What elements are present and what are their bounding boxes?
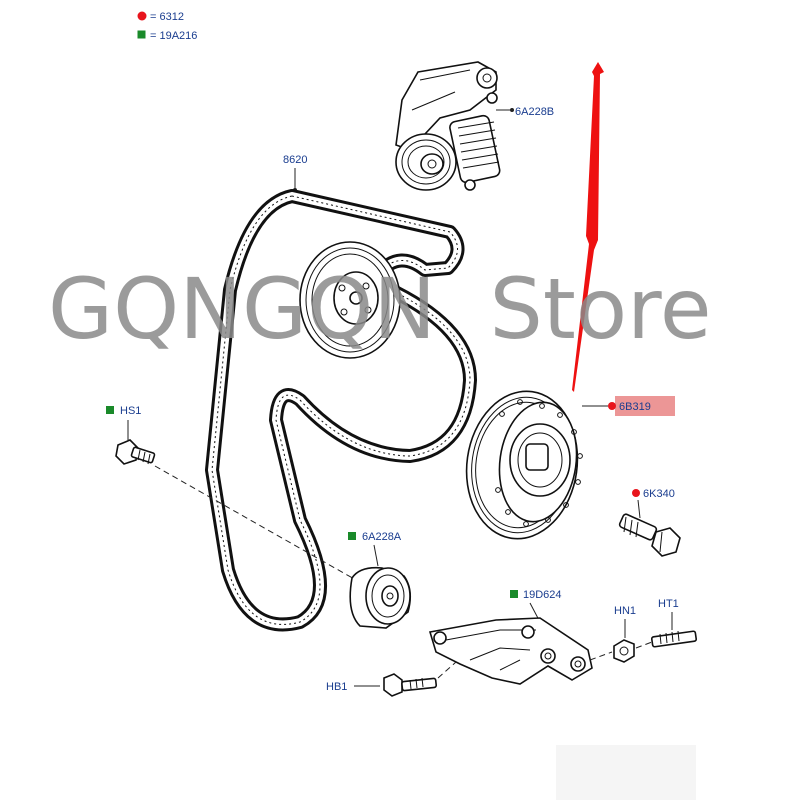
callout-stud-ht1: HT1	[658, 598, 679, 610]
callout-bolt-hb1: HB1	[326, 681, 347, 693]
upper-pulley	[299, 241, 401, 359]
bolt-6k340	[618, 513, 681, 557]
bolt-hs1	[115, 439, 156, 465]
callout-tensioner: 6A228B	[515, 106, 554, 118]
bolt-hb1	[383, 673, 438, 697]
red-pointer-arrow	[572, 62, 604, 392]
mounting-bracket	[428, 617, 593, 685]
corner-blur-patch	[556, 745, 696, 800]
marker-6b319-red-dot	[608, 402, 616, 410]
callout-bolt-hs1: HS1	[120, 405, 141, 417]
marker-6k340-red-dot	[632, 489, 640, 497]
marker-hs1-green-square	[106, 406, 114, 414]
callout-belt: 8620	[283, 154, 307, 166]
callout-bolt-6k340: 6K340	[643, 488, 675, 500]
marker-19d624-green-square	[510, 590, 518, 598]
callout-crankshaft-pulley: 6B319	[619, 401, 651, 413]
legend-green-label: = 19A216	[150, 30, 197, 42]
legend-green-square-icon	[137, 30, 146, 39]
highlight-6b319	[615, 396, 675, 416]
legend-red-label: = 6312	[150, 11, 184, 23]
legend-red-dot-icon	[137, 11, 147, 21]
legend: = 6312 = 19A216	[137, 11, 197, 42]
marker-6a228a-green-square	[348, 532, 356, 540]
crankshaft-pulley	[465, 390, 583, 540]
callout-bracket: 19D624	[523, 589, 562, 601]
nut-hn1	[613, 639, 635, 663]
callout-nut-hn1: HN1	[614, 605, 636, 617]
tensioner-assembly	[395, 61, 501, 191]
callout-idler: 6A228A	[362, 531, 402, 543]
stud-ht1	[650, 630, 698, 648]
idler-pulley	[349, 566, 412, 629]
store-watermark: GQNGQN Store	[48, 260, 712, 358]
tensioner-marker-dot	[510, 108, 514, 112]
